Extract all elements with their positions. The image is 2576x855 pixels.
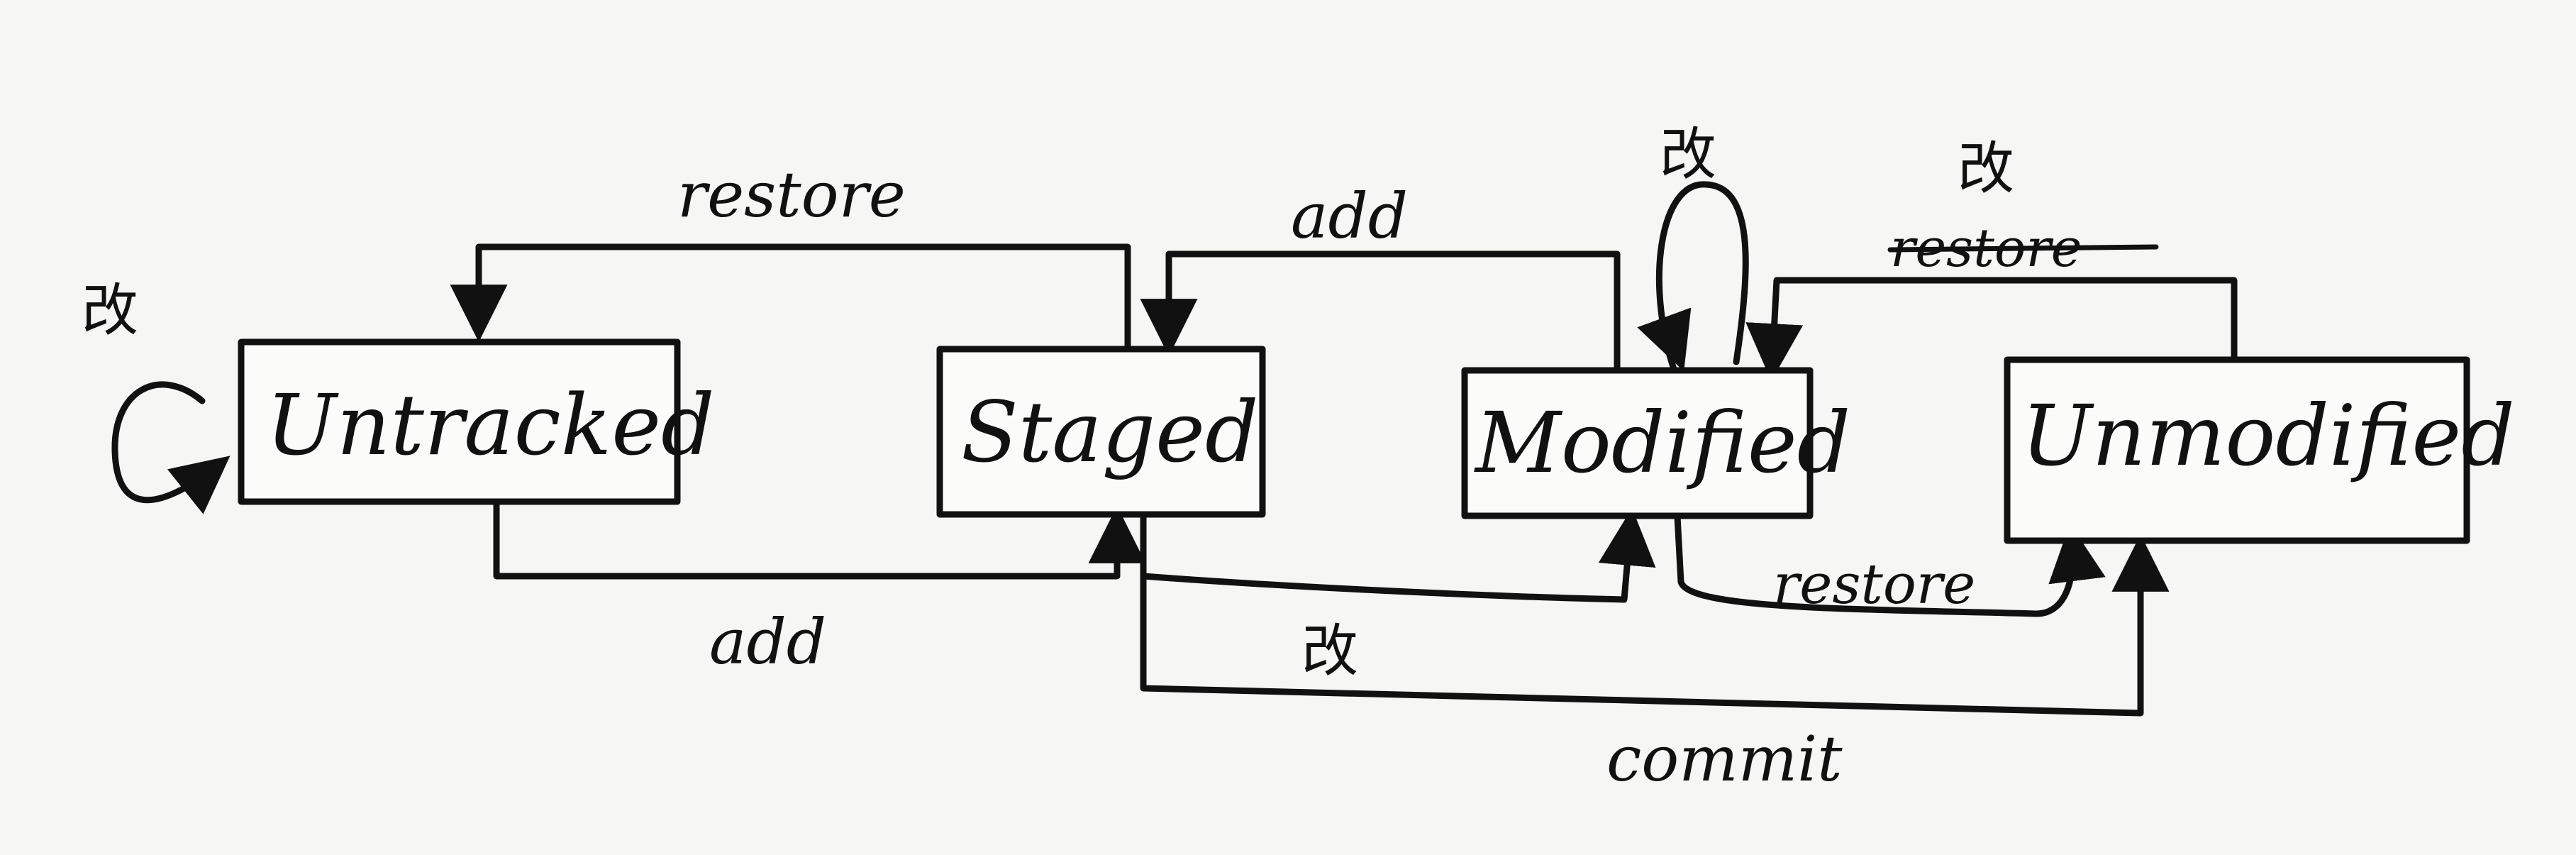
strike-through-line: [1887, 244, 2159, 253]
label-add-modified-to-staged: add: [1291, 180, 1408, 253]
node-unmodified: Unmodified: [2004, 356, 2515, 544]
node-label-untracked: Untracked: [266, 376, 715, 474]
arrow-self-loop-modified: [1655, 181, 1749, 373]
label-restore-modified-to-unmodified: restore: [1773, 553, 1975, 617]
edge-labels: restore add add 改 改 改 restore 改 restore …: [82, 121, 2082, 795]
arrow-edit-unmodified-to-modified: [1745, 277, 2238, 382]
connectors: [111, 181, 2238, 717]
label-self-loop-untracked: 改: [82, 277, 138, 343]
node-modified: Modified: [1461, 367, 1850, 519]
label-commit-staged-to-unmodified: commit: [1606, 722, 1843, 795]
label-add-untracked-to-staged: add: [709, 605, 826, 678]
node-staged: Staged: [936, 346, 1266, 518]
label-restore-staged-to-untracked: restore: [677, 158, 906, 231]
arrow-add-modified-to-staged: [1140, 250, 1621, 373]
arrow-self-loop-untracked: [111, 381, 231, 514]
label-edit-staged-to-modified: 改: [1301, 618, 1358, 684]
arrow-edit-staged-to-modified: [1140, 507, 1656, 603]
arrow-restore-modified-to-unmodified: [1674, 513, 2106, 617]
node-box-modified: [1461, 367, 1814, 519]
arrow-self-loop-modified-head: [1637, 307, 1692, 372]
node-label-unmodified: Unmodified: [2021, 387, 2515, 485]
label-crossed-out: restore: [1890, 218, 2082, 279]
label-self-loop-modified: 改: [1660, 121, 1716, 187]
node-box-untracked: [238, 338, 681, 505]
arrow-commit-staged-to-unmodified: [1140, 534, 2170, 717]
node-label-modified: Modified: [1474, 394, 1850, 492]
node-box-unmodified: [2004, 356, 2470, 544]
node-box-staged: [936, 346, 1266, 518]
node-untracked: Untracked: [238, 338, 715, 505]
node-label-staged: Staged: [961, 383, 1259, 481]
arrow-add-untracked-to-staged: [493, 500, 1146, 580]
arrow-restore-staged-to-untracked: [450, 243, 1131, 351]
label-edit-unmodified-to-modified: 改: [1958, 136, 2014, 202]
